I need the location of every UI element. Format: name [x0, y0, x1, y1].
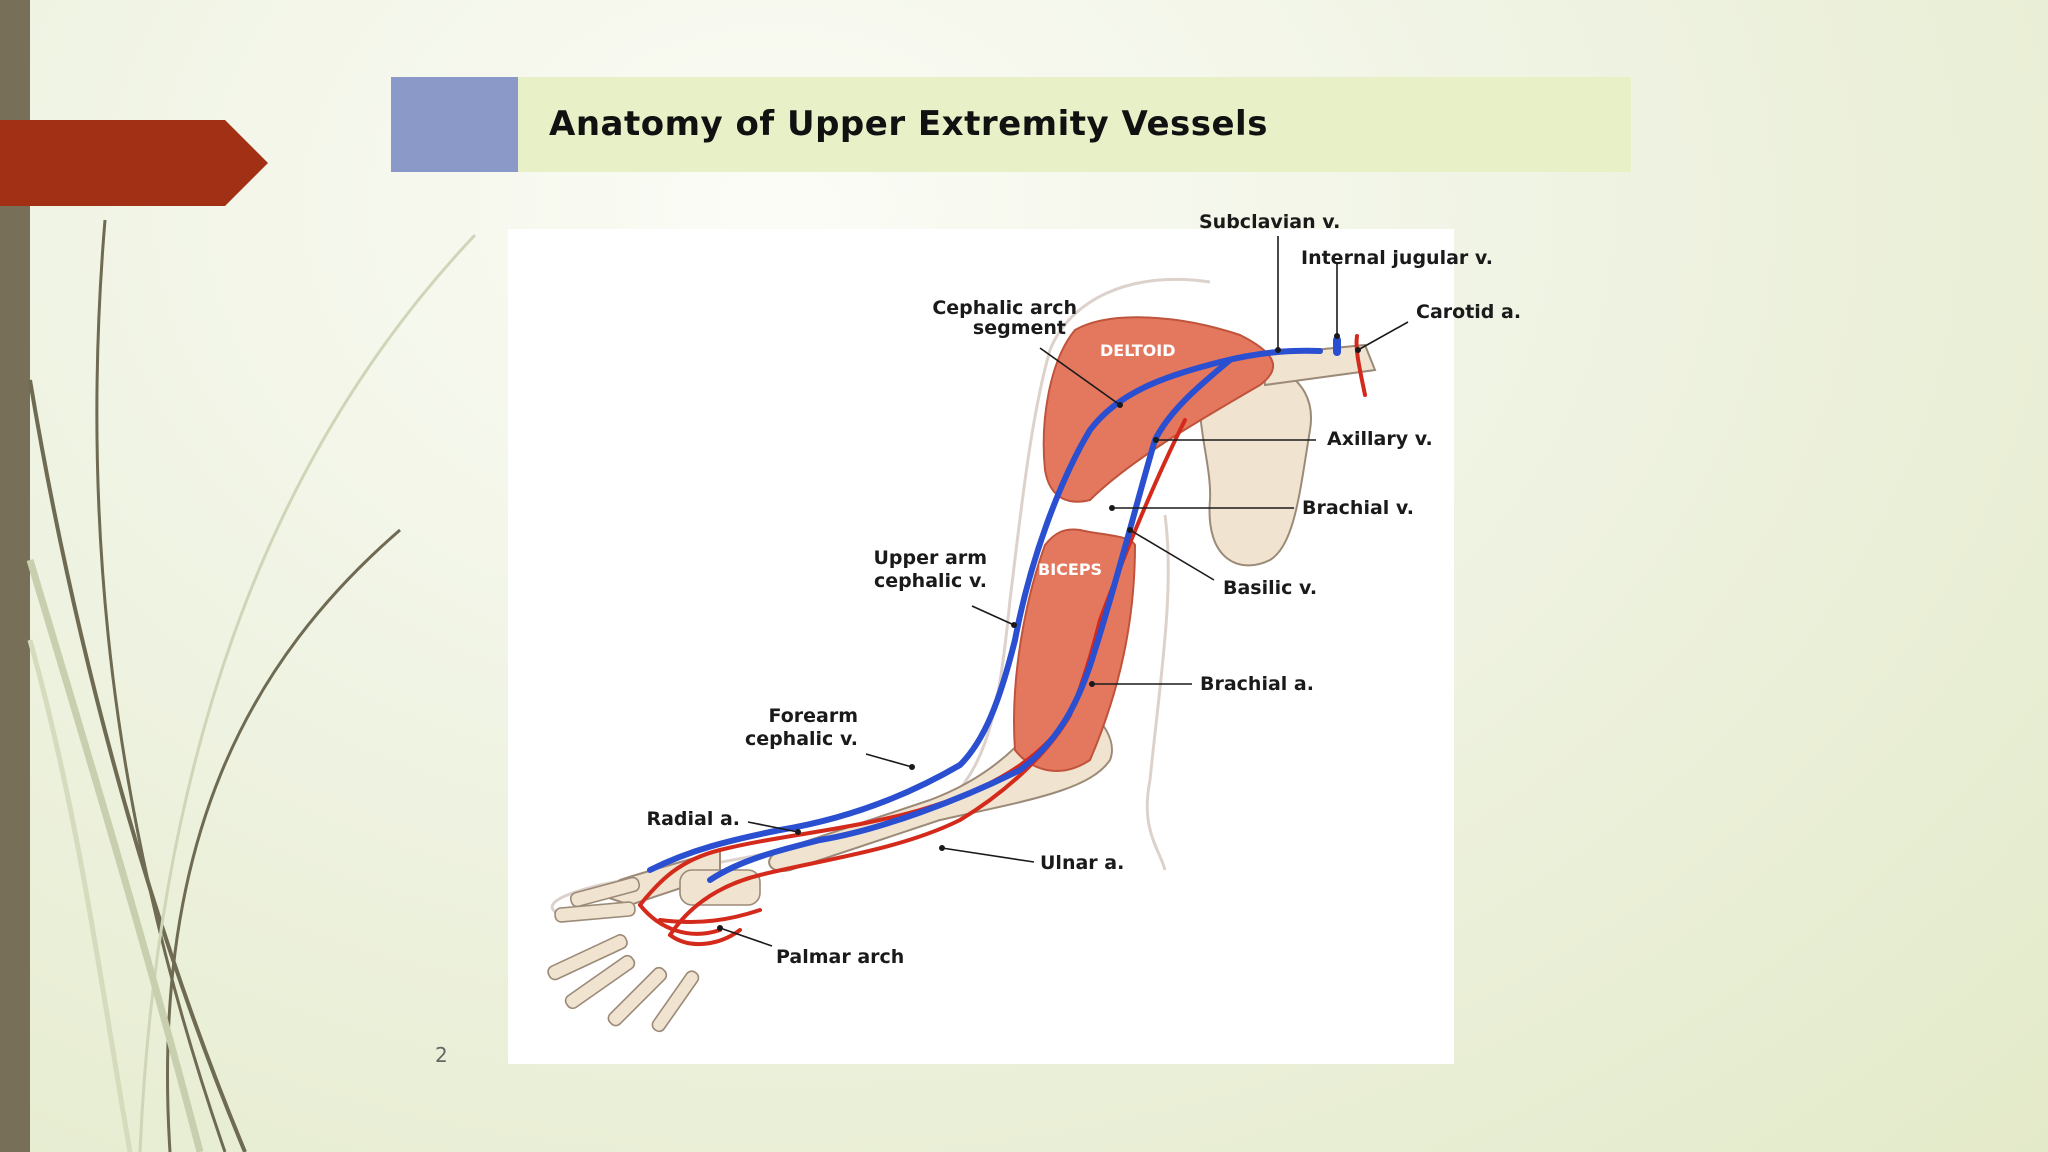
hand-bones: [547, 869, 761, 1033]
basilic-v-label: Basilic v.: [1223, 577, 1317, 599]
deltoid-label: DELTOID: [1100, 341, 1176, 360]
leader-dots: [717, 333, 1361, 931]
internal-jugular-v-label: Internal jugular v.: [1301, 247, 1493, 269]
red-arrow-tab: [0, 120, 268, 206]
biceps-muscle: [1013, 528, 1137, 772]
biceps-label: BICEPS: [1038, 560, 1102, 579]
ulnar-a-label: Ulnar a.: [1040, 852, 1124, 874]
upper-arm-cephalic-label-line2: cephalic v.: [874, 570, 987, 592]
slide-title: Anatomy of Upper Extremity Vessels: [549, 104, 1268, 144]
title-band: [391, 77, 1631, 172]
axillary-v-label: Axillary v.: [1327, 428, 1433, 450]
cephalic-arch-label-line1: Cephalic arch: [932, 297, 1077, 319]
subclavian-v-label: Subclavian v.: [1199, 211, 1340, 233]
upper-arm-cephalic-label-line1: Upper arm: [874, 547, 988, 569]
brachial-v-label: Brachial v.: [1302, 497, 1414, 519]
slide-number: 2: [435, 1043, 448, 1067]
forearm-cephalic-label-line2: cephalic v.: [745, 728, 858, 750]
brachial-a-label: Brachial a.: [1200, 673, 1314, 695]
radial-a-label: Radial a.: [646, 808, 740, 830]
leader-lines: [719, 236, 1409, 947]
palmar-arch-label: Palmar arch: [776, 946, 904, 968]
carotid-a-label: Carotid a.: [1416, 301, 1521, 323]
title-accent-square: [391, 77, 518, 172]
forearm-cephalic-label-line1: Forearm: [768, 705, 858, 727]
cephalic-arch-label-line2: segment: [973, 317, 1066, 339]
